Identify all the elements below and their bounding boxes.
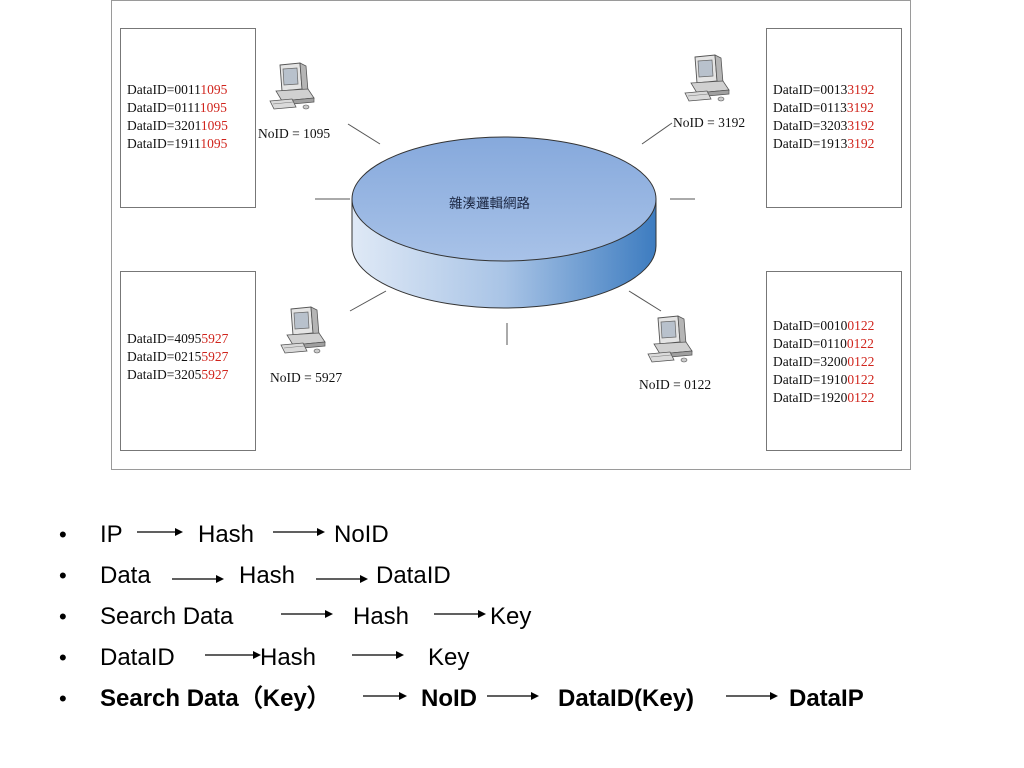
network-diagram-graphic (269, 54, 730, 363)
flow-step: DataID (100, 644, 175, 671)
node-data-box: DataID=00111095 DataID=01111095 DataID=3… (120, 28, 256, 208)
node-id-label: NoID = 3192 (673, 115, 746, 130)
arrow-right-icon (726, 692, 778, 700)
flow-step: IP (100, 521, 123, 548)
bullet-dot: • (59, 686, 67, 711)
dataid-entry: DataID=32055927 (127, 367, 229, 382)
dataid-entry: DataID=01100122 (773, 336, 874, 351)
flow-step: Search Data（Key） (100, 685, 331, 712)
arrow-right-icon (316, 575, 368, 583)
dataid-entry: DataID=01133192 (773, 100, 874, 115)
connector-lines (315, 122, 695, 345)
node-id-label: NoID = 1095 (258, 126, 331, 141)
network-diagram: 雜湊邏輯網路 DataID=00111095 DataID=01111095 D… (111, 0, 911, 470)
bullet-dot: • (59, 563, 67, 588)
dataid-entry: DataID=32011095 (127, 118, 228, 133)
flow-step: DataID(Key) (558, 685, 695, 712)
flow-step: DataIP (789, 685, 864, 712)
dataid-list: DataID=40955927 DataID=02155927 DataID=3… (127, 330, 228, 384)
dataid-entry: DataID=32000122 (773, 354, 875, 369)
dataid-entry: DataID=02155927 (127, 349, 229, 364)
dataid-entry: DataID=40955927 (127, 331, 229, 346)
arrow-right-icon (434, 610, 486, 618)
flow-step: Hash (198, 521, 255, 548)
dataid-entry: DataID=00133192 (773, 82, 875, 97)
flow-step: Hash (239, 562, 296, 589)
flow-step: Key (490, 603, 532, 630)
network-cylinder (351, 136, 657, 309)
arrow-right-icon (363, 692, 407, 700)
dataid-entry: DataID=19200122 (773, 390, 875, 405)
flow-step: Data (100, 562, 151, 589)
arrow-right-icon (205, 651, 261, 659)
dataid-entry: DataID=19100122 (773, 372, 875, 387)
flow-step: Hash (260, 644, 317, 671)
network-label: 雜湊邏輯網路 (449, 196, 530, 212)
flow-step: Search Data (100, 603, 234, 630)
node-data-box: DataID=00133192 DataID=01133192 DataID=3… (766, 28, 902, 208)
flow-step: NoID (421, 685, 477, 712)
flow-step: DataID (376, 562, 451, 589)
dataid-list: DataID=00111095 DataID=01111095 DataID=3… (127, 81, 228, 153)
node-data-box: DataID=40955927 DataID=02155927 DataID=3… (120, 271, 256, 451)
bullet-dot: • (59, 645, 67, 670)
bullet-dot: • (59, 522, 67, 547)
arrow-right-icon (281, 610, 333, 618)
arrow-right-icon (273, 528, 325, 536)
flow-step: NoID (334, 521, 389, 548)
dataid-entry: DataID=32033192 (773, 118, 875, 133)
dataid-entry: DataID=01111095 (127, 100, 227, 115)
node-data-box: DataID=00100122 DataID=01100122 DataID=3… (766, 271, 902, 451)
node-id-label: NoID = 0122 (639, 377, 712, 392)
flow-step: Hash (353, 603, 410, 630)
flow-step: Key (428, 644, 470, 671)
dataid-entry: DataID=00111095 (127, 82, 228, 97)
dataid-entry: DataID=19133192 (773, 136, 875, 151)
dataid-entry: DataID=19111095 (127, 136, 228, 151)
dataid-list: DataID=00133192 DataID=01133192 DataID=3… (773, 81, 874, 153)
arrow-right-icon (487, 692, 539, 700)
node-id-label: NoID = 5927 (270, 370, 343, 385)
dataid-entry: DataID=00100122 (773, 318, 875, 333)
dataid-list: DataID=00100122 DataID=01100122 DataID=3… (773, 317, 874, 407)
arrow-right-icon (137, 528, 183, 536)
bullet-dot: • (59, 604, 67, 629)
arrow-right-icon (352, 651, 404, 659)
arrow-right-icon (172, 575, 224, 583)
